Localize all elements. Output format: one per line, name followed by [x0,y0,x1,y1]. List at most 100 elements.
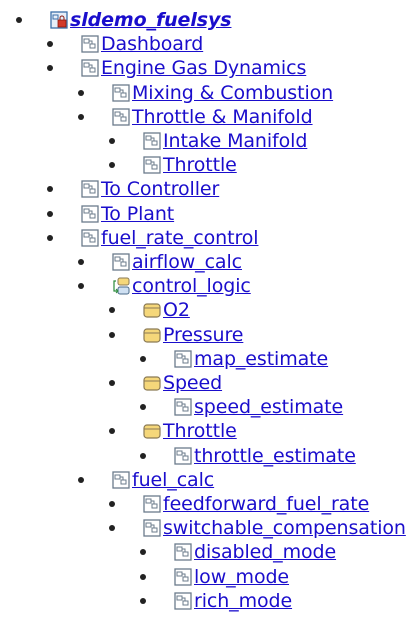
tree-item-link[interactable]: fuel_calc [132,468,215,491]
tree-bullet [140,573,146,580]
tree-item[interactable]: switchable_compensation [143,516,406,540]
tree-item[interactable]: low_mode [174,565,289,589]
subsystem-icon [81,59,99,78]
tree-bullet [47,65,53,72]
tree-item-link[interactable]: To Plant [101,202,175,225]
tree-bullet [109,525,115,532]
tree-bullet [47,186,53,193]
tree-item-link[interactable]: Intake Manifold [163,130,308,152]
subsystem-icon [112,253,130,271]
subsystem-icon [143,519,161,537]
tree-bullet [109,428,115,435]
tree-item[interactable]: Throttle & Manifold [112,105,313,129]
tree-item-link[interactable]: To Controller [101,178,220,201]
tree-item[interactable]: sldemo_fuelsys [50,8,232,32]
subsystem-icon [112,83,130,102]
subsystem-icon [143,132,161,150]
tree-bullet [109,162,115,169]
tree-item-link[interactable]: Engine Gas Dynamics [101,57,307,80]
tree-bullet [140,597,146,604]
tree-item-link[interactable]: Speed [163,372,223,394]
tree-bullet [109,331,115,338]
subsystem-icon [81,35,99,53]
subsystem-icon [174,592,192,610]
tree-item-link[interactable]: speed_estimate [194,396,344,419]
tree-item-link[interactable]: map_estimate [194,347,329,370]
tree-item-link[interactable]: fuel_rate_control [101,226,259,249]
tree-item-link[interactable]: O2 [163,299,190,322]
tree-item[interactable]: map_estimate [174,347,328,371]
tree-item[interactable]: Mixing & Combustion [112,81,333,105]
subsystem-icon [81,229,99,247]
tree-item[interactable]: fuel_rate_control [81,226,259,250]
tree-bullet [47,41,53,48]
subsystem-icon [174,543,192,562]
state-icon [143,301,161,319]
tree-item-link[interactable]: airflow_calc [132,251,242,273]
tree-item[interactable]: Throttle [143,419,237,443]
tree-item-link[interactable]: feedforward_fuel_rate [163,493,370,515]
tree-item-link[interactable]: switchable_compensation [163,517,406,540]
tree-item-link[interactable]: Pressure [163,323,244,346]
tree-item[interactable]: Engine Gas Dynamics [81,56,306,80]
subsystem-icon [81,180,99,199]
state-icon [143,422,161,440]
tree-item[interactable]: throttle_estimate [174,444,356,468]
tree-bullet [47,234,53,241]
tree-item-link[interactable]: rich_mode [194,589,293,612]
tree-item[interactable]: rich_mode [174,589,292,613]
tree-bullet [78,89,84,96]
tree-bullet [109,380,115,386]
tree-item[interactable]: speed_estimate [174,395,343,419]
tree-item[interactable]: Pressure [143,323,243,347]
tree-bullet [78,113,84,120]
tree-item[interactable]: O2 [143,298,190,322]
tree-item-link[interactable]: Throttle [163,420,237,443]
subsystem-icon [143,495,161,513]
subsystem-icon [81,204,99,223]
tree-item[interactable]: Intake Manifold [143,129,307,153]
tree-bullet [140,355,146,362]
tree-item[interactable]: fuel_calc [112,468,214,492]
tree-bullet [16,17,22,23]
tree-bullet [109,501,115,507]
subsystem-icon [112,471,130,489]
state-icon [143,326,161,344]
tree-item[interactable]: feedforward_fuel_rate [143,492,369,516]
state-icon [143,374,161,392]
tree-bullet [140,549,146,556]
tree-item[interactable]: Throttle [143,153,237,177]
tree-item[interactable]: Dashboard [81,32,203,56]
tree-bullet [140,452,146,459]
subsystem-icon [174,567,192,586]
tree-bullet [109,307,115,314]
tree-item-link[interactable]: Throttle & Manifold [132,105,313,128]
tree-item-link[interactable]: Mixing & Combustion [132,81,334,104]
tree-item-link[interactable]: throttle_estimate [194,444,356,467]
tree-item[interactable]: To Plant [81,202,174,226]
tree-item[interactable]: disabled_mode [174,540,336,564]
tree-bullet [47,210,53,217]
tree-bullet [78,283,84,290]
tree-bullet [109,138,115,144]
tree-item[interactable]: control_logic [112,274,251,298]
tree-item-link[interactable]: Dashboard [101,33,204,56]
tree-item-link[interactable]: disabled_mode [194,541,337,564]
tree-bullet [78,259,84,265]
subsystem-icon [174,350,192,368]
subsystem-icon [143,156,161,174]
tree-bullet [140,404,146,411]
tree-item[interactable]: Speed [143,371,222,395]
tree-item-link[interactable]: sldemo_fuelsys [70,9,232,31]
tree-item-link[interactable]: Throttle [163,154,237,177]
tree-item[interactable]: To Controller [81,177,219,201]
subsystem-icon [174,398,192,416]
subsystem-icon [112,108,130,126]
tree-item-link[interactable]: control_logic [132,275,251,298]
subsystem-icon [174,446,192,465]
tree-item-link[interactable]: low_mode [194,565,290,588]
model-locked-icon [50,11,68,29]
stateflow-chart-icon [112,277,130,295]
tree-bullet [78,476,84,483]
tree-item[interactable]: airflow_calc [112,250,242,274]
